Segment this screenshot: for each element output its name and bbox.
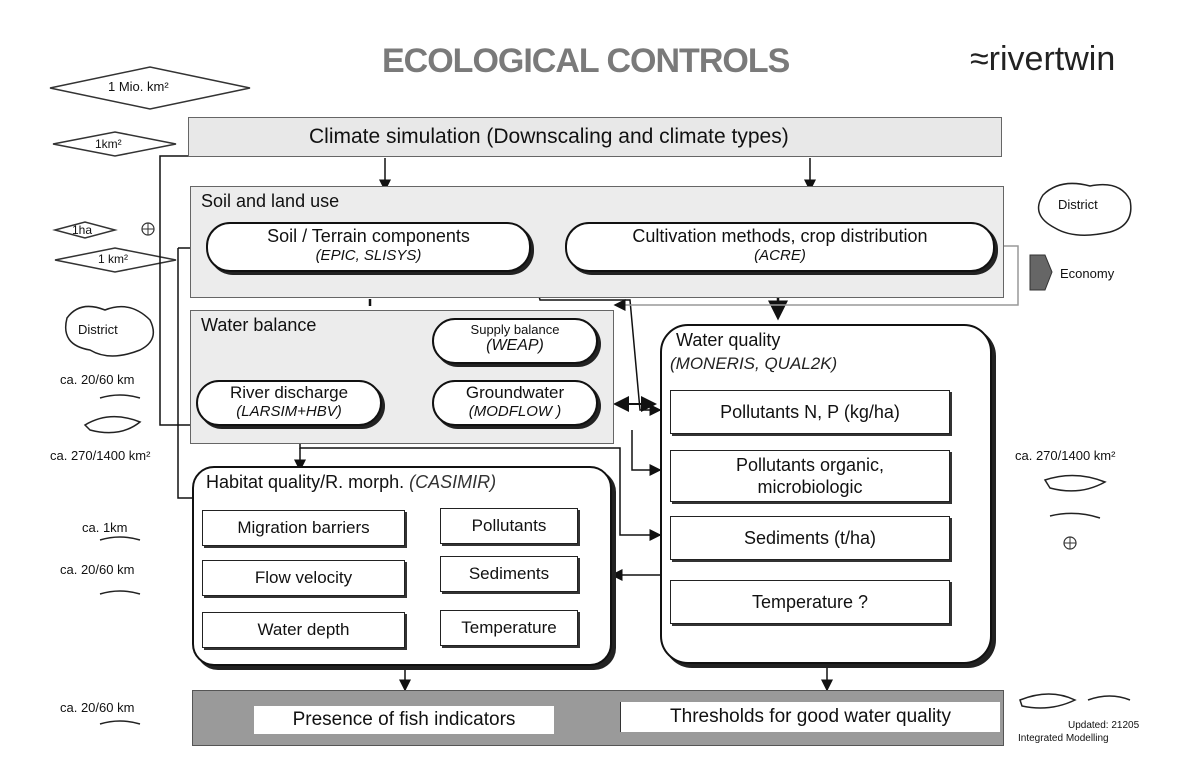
resolution-label-4: ca. 20/60 km (60, 562, 135, 577)
habitat-title: Habitat quality/R. morph. (206, 472, 405, 492)
supply-title: Supply balance (470, 322, 560, 337)
updated-label: Updated: 21205 (1068, 720, 1140, 731)
habitat-item-depth: Water depth (202, 612, 405, 648)
habitat-item-flow: Flow velocity (202, 560, 405, 596)
scale-label-1mio: 1 Mio. km² (108, 79, 169, 94)
terrain-models: (EPIC, SLISYS) (315, 247, 422, 264)
habitat-item-temperature: Temperature (440, 610, 578, 646)
groundwater-title: Groundwater (465, 383, 565, 402)
economy-label: Economy (1060, 266, 1115, 281)
district-label-left: District (78, 322, 118, 337)
resolution-label-5: ca. 20/60 km (60, 700, 135, 715)
page-title: ECOLOGICAL CONTROLS (382, 42, 790, 80)
thresholds-output: Thresholds for good water quality (620, 702, 1000, 732)
river-discharge-node: River discharge (LARSIM+HBV) (196, 380, 382, 426)
groundwater-node: Groundwater (MODFLOW ) (432, 380, 598, 426)
climate-label: Climate simulation (Downscaling and clim… (309, 125, 789, 148)
water-balance-label: Water balance (201, 315, 317, 335)
soil-frame-label: Soil and land use (201, 191, 340, 211)
habitat-label: Habitat quality/R. morph. (CASIMIR) (206, 472, 496, 493)
wq-item-temperature: Temperature ? (670, 580, 950, 624)
cultivation-models: (ACRE) (754, 247, 806, 264)
habitat-item-sediments: Sediments (440, 556, 578, 592)
groundwater-models: (MODFLOW ) (468, 403, 562, 420)
supply-balance-node: Supply balance (WEAP) (432, 318, 598, 364)
cultivation-title: Cultivation methods, crop distribution (632, 226, 928, 246)
resolution-label-2: ca. 270/1400 km² (50, 448, 151, 463)
supply-models: (WEAP) (486, 337, 544, 354)
scale-label-1ha: 1ha (72, 223, 93, 237)
water-quality-label: Water quality (676, 330, 781, 350)
river-title: River discharge (229, 383, 349, 402)
soil-terrain-node: Soil / Terrain components (EPIC, SLISYS) (206, 222, 531, 272)
fish-indicators-output: Presence of fish indicators (254, 706, 554, 734)
wq-item-sediments: Sediments (t/ha) (670, 516, 950, 560)
resolution-label-1: ca. 20/60 km (60, 372, 135, 387)
habitat-item-pollutants: Pollutants (440, 508, 578, 544)
district-label-right: District (1058, 197, 1098, 212)
terrain-title: Soil / Terrain components (267, 226, 470, 246)
wq-item-pollutants-np: Pollutants N, P (kg/ha) (670, 390, 950, 434)
scale-label-1km: 1km² (95, 137, 122, 151)
integrated-modelling-label: Integrated Modelling (1018, 733, 1109, 744)
habitat-models: (CASIMIR) (409, 472, 497, 492)
habitat-item-migration: Migration barriers (202, 510, 405, 546)
wq-item-pollutants-organic: Pollutants organic, microbiologic (670, 450, 950, 502)
logo-text: rivertwin (988, 40, 1116, 78)
wave-logo-icon: ≈ (970, 40, 989, 78)
water-quality-models: (MONERIS, QUAL2K) (670, 354, 838, 373)
resolution-label-right: ca. 270/1400 km² (1015, 448, 1116, 463)
cultivation-node: Cultivation methods, crop distribution (… (565, 222, 995, 272)
climate-simulation-bar: Climate simulation (Downscaling and clim… (188, 117, 1002, 157)
rivertwin-logo: ≈rivertwin (970, 40, 1115, 79)
resolution-label-3: ca. 1km (82, 520, 128, 535)
scale-label-1km-b: 1 km² (98, 252, 128, 266)
river-models: (LARSIM+HBV) (236, 403, 342, 420)
